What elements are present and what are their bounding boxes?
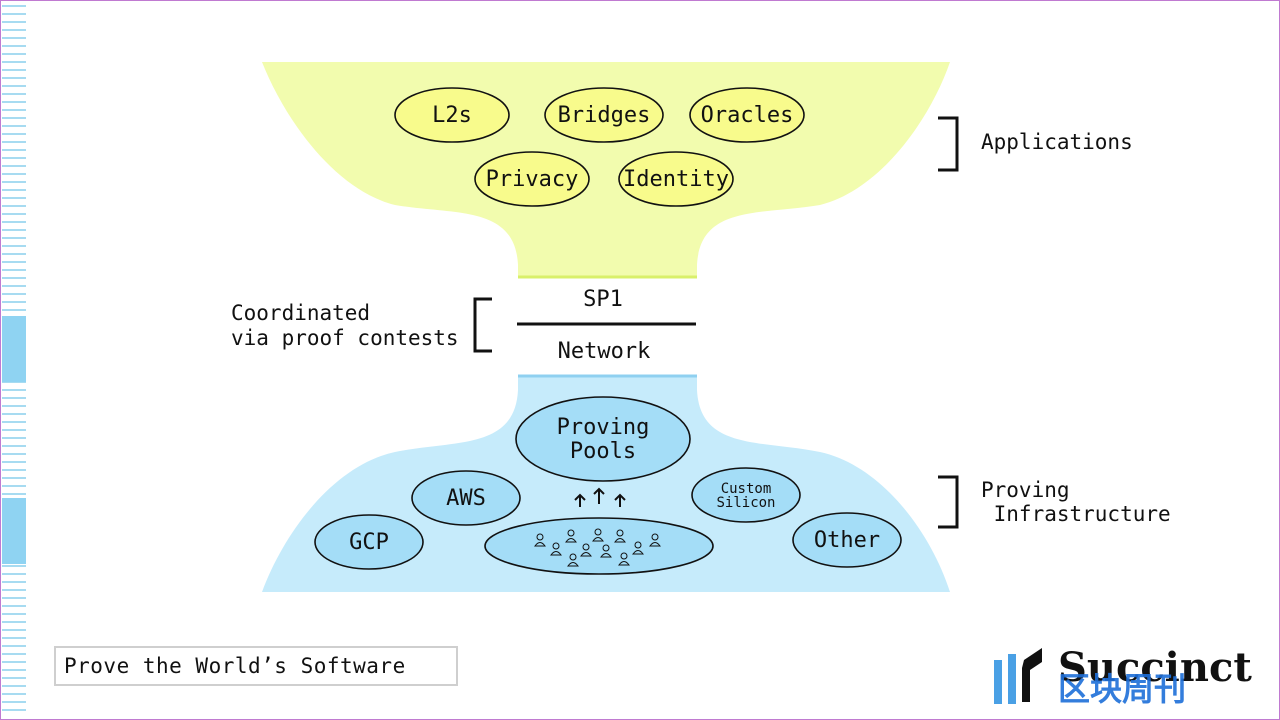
person-icon xyxy=(632,541,644,555)
person-icon xyxy=(567,553,579,567)
coordination-label-line-2: via proof contests xyxy=(231,326,459,350)
up-arrows-icon xyxy=(574,487,626,507)
people-icons xyxy=(534,528,661,567)
infrastructure-funnel xyxy=(262,376,950,592)
ruler-highlight xyxy=(2,498,26,564)
custom-silicon-line-1: Custom xyxy=(721,481,772,497)
coordination-bracket xyxy=(473,297,492,353)
person-icon xyxy=(550,542,562,556)
oval-label-privacy: Privacy xyxy=(486,167,579,192)
tagline-box: Prove the World’s Software xyxy=(54,646,458,686)
logo-wordmark: Succinct xyxy=(1058,644,1252,691)
oval-label-bridges: Bridges xyxy=(558,103,651,128)
oval-label-l2s: L2s xyxy=(432,103,472,128)
ruler-highlight xyxy=(2,316,26,382)
oval-proving-pools: Proving Pools xyxy=(515,396,691,482)
oval-l2s: L2s xyxy=(394,87,510,143)
person-icon xyxy=(614,529,626,543)
oval-privacy: Privacy xyxy=(474,151,590,207)
person-icon xyxy=(618,552,630,566)
oval-label-identity: Identity xyxy=(623,167,729,192)
infrastructure-label-line-1: Proving xyxy=(981,478,1070,502)
left-ruler xyxy=(2,5,26,711)
applications-label: Applications xyxy=(981,130,1133,154)
custom-silicon-line-2: Silicon xyxy=(716,495,775,511)
oval-bridges: Bridges xyxy=(544,87,664,143)
oval-gcp: GCP xyxy=(314,514,424,570)
logo-mark-icon xyxy=(994,648,1042,704)
oval-label-aws: AWS xyxy=(446,486,486,511)
proving-pools-line-1: Proving xyxy=(557,415,650,440)
sp1-label: SP1 xyxy=(583,287,623,312)
oval-label-other: Other xyxy=(814,528,880,553)
person-icon xyxy=(534,533,546,547)
oval-oracles: Oracles xyxy=(689,87,805,143)
watermark-text: 区块周刊 xyxy=(1058,670,1187,708)
coordination-label-line-1: Coordinated xyxy=(231,301,371,325)
person-icon xyxy=(565,529,577,543)
oval-other: Other xyxy=(792,512,902,568)
oval-custom-silicon: Custom Silicon xyxy=(691,467,801,523)
oval-community-provers xyxy=(484,517,714,575)
infrastructure-bracket xyxy=(938,475,959,529)
network-label: Network xyxy=(558,339,651,364)
infrastructure-label-line-2: Infrastructure xyxy=(981,502,1171,526)
oval-aws: AWS xyxy=(411,470,521,526)
person-icon xyxy=(649,533,661,547)
person-icon xyxy=(580,543,592,557)
oval-label-gcp: GCP xyxy=(349,530,389,555)
tagline-text: Prove the World’s Software xyxy=(64,654,406,678)
applications-bracket xyxy=(938,116,959,172)
succinct-logo: Succinct 区块周刊 xyxy=(988,640,1258,710)
oval-label-oracles: Oracles xyxy=(701,103,794,128)
proving-pools-line-2: Pools xyxy=(570,439,636,464)
person-icon xyxy=(592,528,604,542)
oval-identity: Identity xyxy=(618,151,734,207)
person-icon xyxy=(600,544,612,558)
